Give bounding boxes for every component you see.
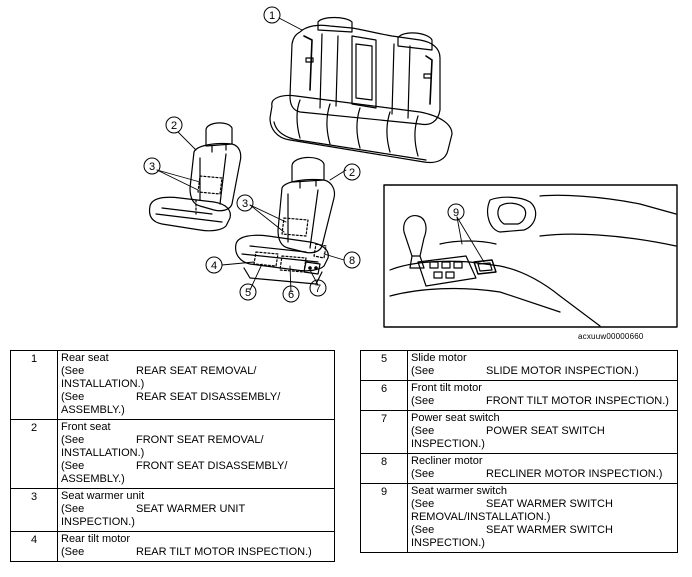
component-name: Power seat switch xyxy=(411,412,500,424)
component-name: Rear tilt motor xyxy=(61,533,131,545)
component-name: Slide motor xyxy=(411,352,467,364)
legend-number: 1 xyxy=(10,350,58,420)
callout-1: 1 xyxy=(269,10,275,22)
reference-continuation[interactable]: INSTALLATION.) xyxy=(61,447,145,459)
legend-description: Front tilt motor(See FRONT TILT MOTOR INS… xyxy=(407,380,678,411)
see-label: (See xyxy=(61,365,85,377)
callout-3-right: 3 xyxy=(242,198,248,210)
rear-seat-drawing xyxy=(269,16,453,164)
reference-link[interactable]: FRONT SEAT DISASSEMBLY/ xyxy=(136,460,288,472)
reference-link[interactable]: FRONT SEAT REMOVAL/ xyxy=(136,434,264,446)
legend-description: Recliner motor(See RECLINER MOTOR INSPECT… xyxy=(407,453,678,484)
callout-6: 6 xyxy=(288,289,294,301)
reference-link[interactable]: REAR SEAT REMOVAL/ xyxy=(136,365,257,377)
reference-continuation[interactable]: ASSEMBLY.) xyxy=(61,473,125,485)
legend-description: Slide motor(See SLIDE MOTOR INSPECTION.) xyxy=(407,350,678,381)
callout-3-left: 3 xyxy=(149,161,155,173)
callout-2-left: 2 xyxy=(171,120,177,132)
console-inset-drawing xyxy=(383,184,678,328)
reference-link[interactable]: POWER SEAT SWITCH xyxy=(486,425,605,437)
reference-link[interactable]: FRONT TILT MOTOR INSPECTION.) xyxy=(486,395,669,407)
component-name: Rear seat xyxy=(61,352,109,364)
reference-link[interactable]: RECLINER MOTOR INSPECTION.) xyxy=(486,468,663,480)
reference-continuation[interactable]: ASSEMBLY.) xyxy=(61,404,125,416)
reference-link[interactable]: SLIDE MOTOR INSPECTION.) xyxy=(486,365,639,377)
see-label: (See xyxy=(411,468,435,480)
legend-number: 8 xyxy=(360,453,408,484)
legend-number: 4 xyxy=(10,531,58,562)
legend-number: 7 xyxy=(360,410,408,454)
figure-code: acxuuw00000660 xyxy=(578,332,644,341)
see-label: (See xyxy=(61,460,85,472)
legend-number: 2 xyxy=(10,419,58,489)
legend-description: Rear tilt motor(See REAR TILT MOTOR INSPE… xyxy=(57,531,335,562)
reference-link[interactable]: REAR TILT MOTOR INSPECTION.) xyxy=(136,546,312,558)
reference-continuation[interactable]: REMOVAL/INSTALLATION.) xyxy=(411,511,551,523)
callout-5: 5 xyxy=(245,287,251,299)
reference-continuation[interactable]: INSPECTION.) xyxy=(411,438,485,450)
reference-link[interactable]: SEAT WARMER SWITCH xyxy=(486,498,613,510)
component-name: Seat warmer unit xyxy=(61,490,145,502)
callout-2-right: 2 xyxy=(349,167,355,179)
see-label: (See xyxy=(61,503,85,515)
reference-line: (See FRONT SEAT DISASSEMBLY/ xyxy=(61,460,331,473)
component-name: Front tilt motor xyxy=(411,382,482,394)
legend-number: 3 xyxy=(10,488,58,532)
see-label: (See xyxy=(411,395,435,407)
see-label: (See xyxy=(61,546,85,558)
legend-number: 6 xyxy=(360,380,408,411)
see-label: (See xyxy=(411,365,435,377)
reference-line: (See POWER SEAT SWITCH xyxy=(411,425,674,438)
callout-4: 4 xyxy=(211,260,217,272)
callout-7: 7 xyxy=(315,283,321,295)
reference-link[interactable]: REAR SEAT DISASSEMBLY/ xyxy=(136,391,281,403)
see-label: (See xyxy=(61,434,85,446)
see-label: (See xyxy=(411,498,435,510)
see-label: (See xyxy=(411,524,435,536)
see-label: (See xyxy=(61,391,85,403)
reference-continuation[interactable]: INSPECTION.) xyxy=(411,537,485,549)
reference-continuation[interactable]: INSTALLATION.) xyxy=(61,378,145,390)
reference-line: (See FRONT TILT MOTOR INSPECTION.) xyxy=(411,395,674,408)
component-name: Seat warmer switch xyxy=(411,485,507,497)
seat-components-diagram: 1 2 3 2 3 4 5 6 7 8 9 xyxy=(143,6,678,328)
callout-9: 9 xyxy=(453,207,459,219)
reference-line: (See REAR SEAT REMOVAL/ xyxy=(61,365,331,378)
callout-8: 8 xyxy=(349,255,355,267)
reference-line: (See FRONT SEAT REMOVAL/ xyxy=(61,434,331,447)
legend-number: 9 xyxy=(360,483,408,553)
reference-line: (See RECLINER MOTOR INSPECTION.) xyxy=(411,468,674,481)
reference-line: (See SEAT WARMER UNIT xyxy=(61,503,331,516)
reference-line: (See SLIDE MOTOR INSPECTION.) xyxy=(411,365,674,378)
legend-number: 5 xyxy=(360,350,408,381)
reference-line: (See REAR TILT MOTOR INSPECTION.) xyxy=(61,546,331,559)
reference-link[interactable]: SEAT WARMER UNIT xyxy=(136,503,246,515)
reference-continuation[interactable]: INSPECTION.) xyxy=(61,516,135,528)
reference-line: (See SEAT WARMER SWITCH xyxy=(411,524,674,537)
front-seat-right-drawing xyxy=(235,156,336,285)
component-name: Front seat xyxy=(61,421,111,433)
front-seat-left-drawing xyxy=(148,122,242,232)
reference-link[interactable]: SEAT WARMER SWITCH xyxy=(486,524,613,536)
reference-line: (See SEAT WARMER SWITCH xyxy=(411,498,674,511)
component-name: Recliner motor xyxy=(411,455,483,467)
reference-line: (See REAR SEAT DISASSEMBLY/ xyxy=(61,391,331,404)
see-label: (See xyxy=(411,425,435,437)
